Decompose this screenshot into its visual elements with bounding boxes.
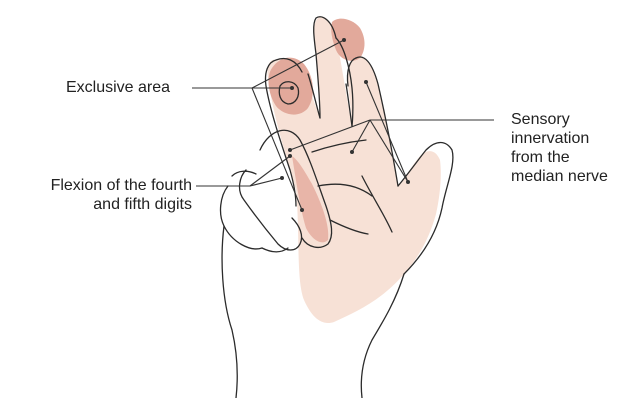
dot-sensory-c — [406, 180, 410, 184]
sensory-line4: median nerve — [511, 167, 608, 186]
sensory-line1: Sensory — [511, 110, 608, 129]
dot-ring-strip — [300, 208, 304, 212]
flexion-line1: Flexion of the fourth — [8, 176, 192, 195]
sensory-line2: innervation — [511, 129, 608, 148]
dot-sensory-d — [364, 80, 368, 84]
label-exclusive-area: Exclusive area — [66, 78, 170, 97]
flexion-line2: and fifth digits — [8, 195, 192, 214]
label-sensory-innervation: Sensory innervation from the median nerv… — [511, 110, 608, 186]
dot-flexion-b — [280, 176, 284, 180]
dot-middle-tip — [342, 38, 346, 42]
dot-sensory-b — [350, 150, 354, 154]
dot-index-tip — [290, 86, 294, 90]
label-flexion: Flexion of the fourth and fifth digits — [8, 176, 192, 214]
dot-sensory-a — [288, 148, 292, 152]
dot-flexion-a — [288, 154, 292, 158]
exclusive-area-text: Exclusive area — [66, 78, 170, 97]
sensory-line3: from the — [511, 148, 608, 167]
